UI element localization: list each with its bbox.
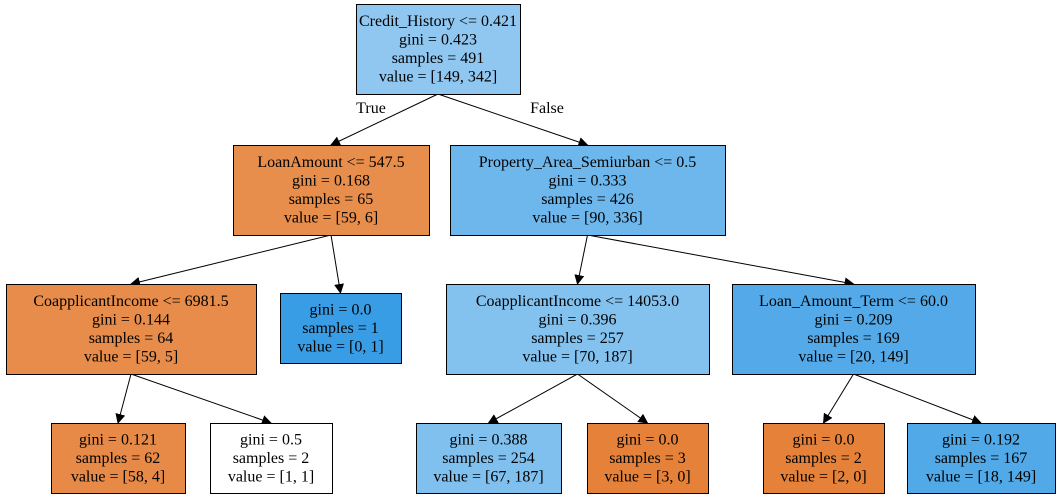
node-box <box>763 423 885 494</box>
node-text-line: samples = 3 <box>609 450 686 467</box>
node-box <box>732 284 976 375</box>
node-text-line: gini = 0.0 <box>617 431 679 448</box>
node-text-line: gini = 0.388 <box>450 431 528 448</box>
node-text-line: gini = 0.209 <box>815 312 893 329</box>
node-box <box>446 284 710 375</box>
node-box <box>280 293 402 364</box>
node-text-line: samples = 64 <box>89 330 174 347</box>
tree-node-n7: CoapplicantIncome <= 14053.0 gini = 0.396… <box>446 284 710 375</box>
node-text-line: value = [59, 6] <box>284 210 378 227</box>
edge-label-true: True <box>356 100 386 117</box>
node-text-line: samples = 62 <box>76 450 161 467</box>
node-text-line: Property_Area_Semiurban <= 0.5 <box>479 154 697 171</box>
edge-n1-n2 <box>130 234 332 287</box>
node-text-line: samples = 169 <box>807 330 900 347</box>
edge-n6-n7 <box>574 234 588 285</box>
node-text-line: gini = 0.396 <box>539 312 617 329</box>
node-box <box>587 423 709 494</box>
edge-n10-n12 <box>853 373 982 425</box>
node-text-line: value = [149, 342] <box>379 69 497 86</box>
node-text-line: gini = 0.5 <box>240 431 302 448</box>
edge-n1-n5 <box>330 234 344 294</box>
node-text-line: value = [1, 1] <box>228 468 314 485</box>
node-box <box>907 423 1056 494</box>
tree-node-n10: Loan_Amount_Term <= 60.0 gini = 0.209samp… <box>732 284 976 375</box>
edge-n7-n8 <box>487 373 578 424</box>
tree-node-n2: CoapplicantIncome <= 6981.5 gini = 0.144s… <box>6 284 257 375</box>
node-text-line: gini = 0.121 <box>79 431 157 448</box>
edge-n2-n3 <box>115 373 132 424</box>
node-text-line: gini = 0.192 <box>942 431 1020 448</box>
node-text-line: Credit_History <= 0.421 <box>359 13 517 30</box>
node-text-line: samples = 2 <box>233 450 310 467</box>
node-text-line: gini = 0.423 <box>399 32 477 49</box>
edge-label-false: False <box>530 100 564 117</box>
edge-n7-n9 <box>577 373 649 424</box>
node-box <box>356 4 521 95</box>
node-text-line: LoanAmount <= 547.5 <box>257 154 404 171</box>
node-box <box>6 284 257 375</box>
node-text-line: gini = 0.144 <box>92 312 170 329</box>
edge-n0-n1 <box>330 93 439 146</box>
node-text-line: value = [20, 149] <box>798 349 908 366</box>
node-text-line: gini = 0.0 <box>310 301 372 318</box>
node-box <box>210 423 333 494</box>
node-text-line: value = [0, 1] <box>297 338 383 355</box>
node-box <box>450 145 726 236</box>
node-text-line: value = [18, 149] <box>926 468 1036 485</box>
edge-n2-n4 <box>130 373 272 425</box>
node-text-line: CoapplicantIncome <= 6981.5 <box>33 293 228 310</box>
node-text-line: samples = 65 <box>289 191 374 208</box>
node-text-line: CoapplicantIncome <= 14053.0 <box>476 293 679 310</box>
node-text-line: samples = 2 <box>785 450 862 467</box>
node-box <box>416 423 562 494</box>
edges-layer: True False <box>115 93 982 425</box>
node-text-line: Loan_Amount_Term <= 60.0 <box>759 293 948 310</box>
node-text-line: gini = 0.333 <box>549 173 627 190</box>
tree-node-n6: Property_Area_Semiurban <= 0.5 gini = 0.3… <box>450 145 726 236</box>
node-text-line: samples = 254 <box>442 450 535 467</box>
node-text-line: value = [70, 187] <box>522 349 632 366</box>
edge-n10-n11 <box>822 373 854 424</box>
node-text-line: samples = 491 <box>392 50 485 67</box>
node-text-line: value = [59, 5] <box>84 349 178 366</box>
node-box <box>233 145 430 236</box>
node-text-line: gini = 0.168 <box>292 173 370 190</box>
node-text-line: samples = 426 <box>541 191 634 208</box>
node-text-line: samples = 1 <box>302 320 379 337</box>
node-text-line: samples = 167 <box>935 450 1028 467</box>
edge-n6-n10 <box>587 234 855 288</box>
node-text-line: gini = 0.0 <box>793 431 855 448</box>
node-text-line: samples = 257 <box>531 330 624 347</box>
edge-n0-n6 <box>437 93 589 147</box>
node-text-line: value = [58, 4] <box>71 468 165 485</box>
node-text-line: value = [3, 0] <box>604 468 690 485</box>
node-text-line: value = [67, 187] <box>433 468 543 485</box>
node-text-line: value = [90, 336] <box>532 210 642 227</box>
node-text-line: value = [2, 0] <box>780 468 866 485</box>
node-box <box>51 423 186 494</box>
tree-node-n0: Credit_History <= 0.421 gini = 0.423sampl… <box>356 4 521 95</box>
